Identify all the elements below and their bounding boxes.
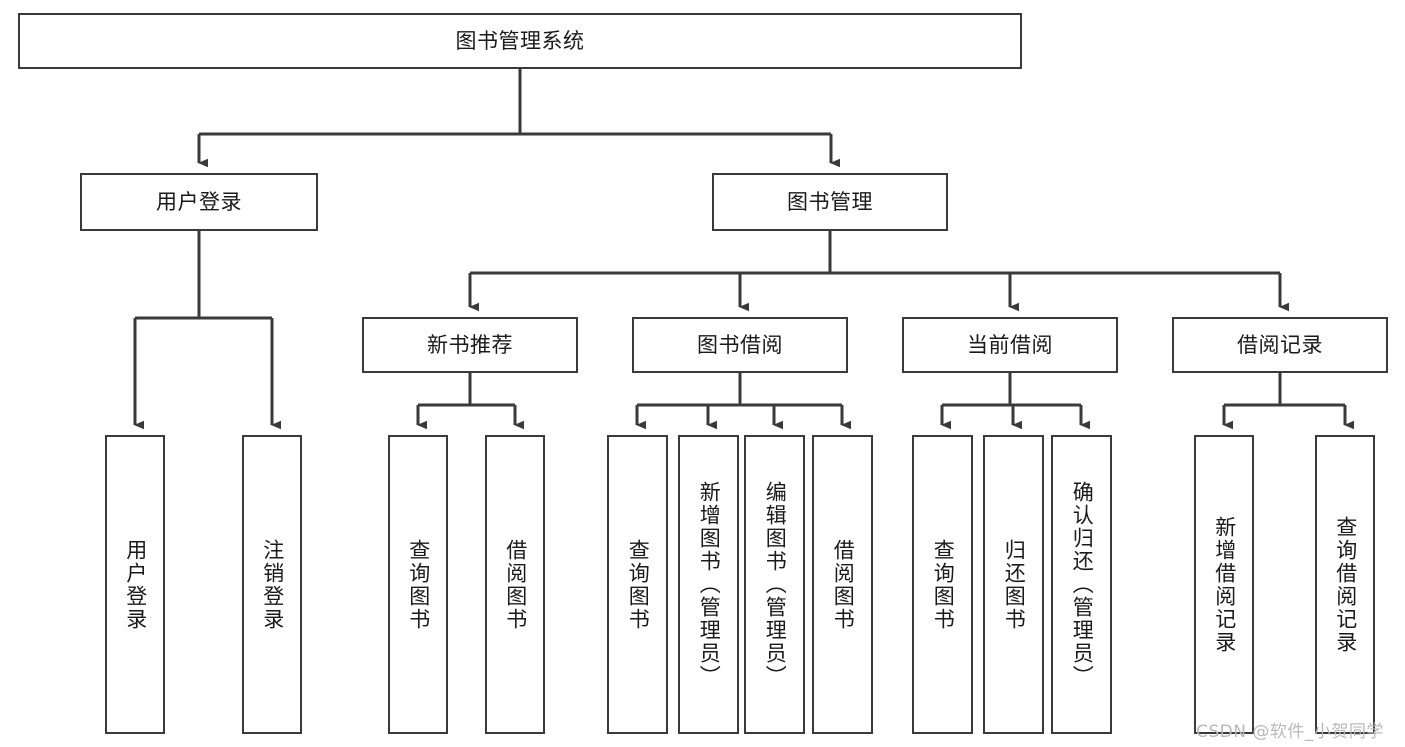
node-root[interactable]: 图书管理系统 (18, 13, 1022, 69)
node-leaf-query-book-borrow-label: 查询图书 (626, 538, 651, 631)
node-leaf-borrow-book-label: 借阅图书 (831, 538, 856, 631)
node-user-login-label: 用户登录 (156, 189, 242, 214)
node-leaf-confirm-return-admin-label: 确认归还（管理员） (1070, 481, 1095, 688)
node-leaf-add-book-admin[interactable]: 新增图书（管理员） (678, 435, 739, 734)
node-new-book-recommend-label: 新书推荐 (427, 332, 513, 357)
node-leaf-logout[interactable]: 注销登录 (242, 435, 302, 734)
node-leaf-edit-book-admin[interactable]: 编辑图书（管理员） (744, 435, 805, 734)
node-leaf-borrow-book-rec-label: 借阅图书 (503, 538, 528, 631)
node-leaf-edit-book-admin-label: 编辑图书（管理员） (763, 481, 788, 688)
node-leaf-logout-label: 注销登录 (260, 538, 285, 631)
node-leaf-return-book-label: 归还图书 (1002, 538, 1027, 631)
node-new-book-recommend[interactable]: 新书推荐 (362, 317, 578, 373)
node-leaf-user-login-label: 用户登录 (123, 538, 148, 631)
node-book-manage[interactable]: 图书管理 (712, 173, 948, 231)
node-leaf-add-book-admin-label: 新增图书（管理员） (697, 481, 722, 688)
node-leaf-query-book-rec[interactable]: 查询图书 (388, 435, 448, 734)
node-leaf-query-book-cur-label: 查询图书 (931, 538, 956, 631)
node-book-manage-label: 图书管理 (787, 189, 873, 214)
node-leaf-query-book-rec-label: 查询图书 (406, 538, 431, 631)
node-leaf-add-borrow-record-label: 新增借阅记录 (1212, 515, 1237, 654)
node-leaf-query-borrow-record[interactable]: 查询借阅记录 (1315, 435, 1375, 734)
node-leaf-query-book-cur[interactable]: 查询图书 (912, 435, 973, 734)
node-leaf-confirm-return-admin[interactable]: 确认归还（管理员） (1051, 435, 1112, 734)
node-leaf-user-login[interactable]: 用户登录 (105, 435, 165, 734)
node-leaf-query-book-borrow[interactable]: 查询图书 (607, 435, 668, 734)
node-leaf-query-borrow-record-label: 查询借阅记录 (1333, 515, 1358, 654)
node-book-borrow-label: 图书借阅 (697, 332, 783, 357)
node-leaf-borrow-book[interactable]: 借阅图书 (812, 435, 873, 734)
node-root-label: 图书管理系统 (455, 28, 585, 53)
node-current-borrow[interactable]: 当前借阅 (902, 317, 1118, 373)
node-book-borrow[interactable]: 图书借阅 (632, 317, 848, 373)
node-borrow-record-label: 借阅记录 (1237, 332, 1323, 357)
node-borrow-record[interactable]: 借阅记录 (1172, 317, 1388, 373)
node-leaf-return-book[interactable]: 归还图书 (983, 435, 1044, 734)
node-user-login[interactable]: 用户登录 (80, 173, 318, 231)
node-current-borrow-label: 当前借阅 (967, 332, 1053, 357)
node-leaf-add-borrow-record[interactable]: 新增借阅记录 (1194, 435, 1254, 734)
node-leaf-borrow-book-rec[interactable]: 借阅图书 (485, 435, 545, 734)
